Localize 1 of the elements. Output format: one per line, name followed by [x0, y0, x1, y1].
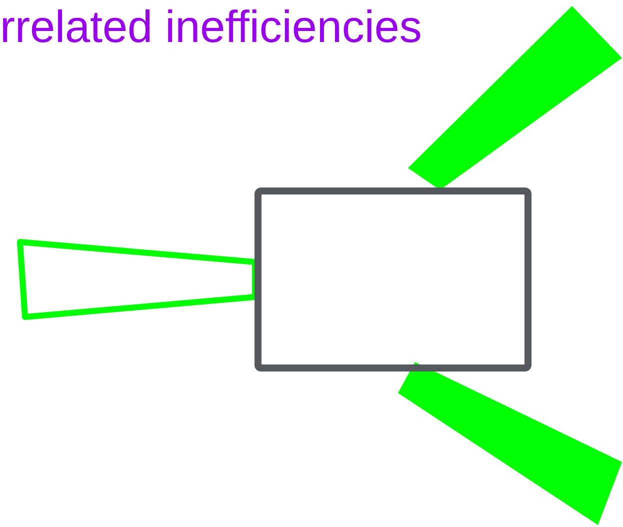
- heading-text: rrelated inefficiencies: [0, 2, 422, 52]
